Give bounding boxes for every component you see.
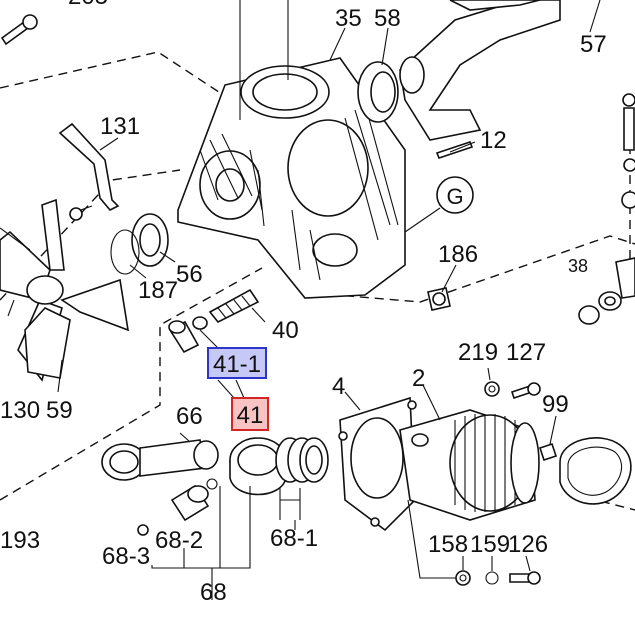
callout-158: 158 — [428, 531, 468, 558]
part-57-crankshaft — [399, 0, 561, 141]
callout-41: 41 — [237, 402, 264, 429]
callout-68-1: 68-1 — [270, 525, 318, 552]
part-186-nut — [427, 287, 451, 311]
part-99-nut — [538, 442, 558, 462]
part-4-gasket — [338, 396, 417, 532]
callout-68: 68 — [200, 579, 227, 606]
leader-lines — [7, 0, 601, 600]
callout-68-2: 68-2 — [155, 527, 203, 554]
callout-187: 187 — [138, 277, 178, 304]
highlight-41-1-box — [207, 347, 267, 379]
highlight-41-box — [231, 397, 269, 431]
callout-193: 193 — [0, 527, 40, 554]
part-68-2-piston-pin — [170, 484, 210, 522]
callout-40: 40 — [272, 317, 299, 344]
callout-131: 131 — [100, 113, 140, 140]
callout-12: 12 — [480, 127, 507, 154]
highlight-41[interactable]: 41 — [231, 397, 269, 431]
callout-56: 56 — [176, 261, 203, 288]
part-126-bolt — [509, 571, 541, 585]
part-2-cylinder — [399, 409, 540, 521]
part-219-washer — [484, 381, 500, 397]
part-41-1-needle-bearing — [168, 316, 208, 354]
part-68-3-clip — [137, 478, 218, 536]
callout-58: 58 — [374, 5, 401, 32]
part-66-connecting-rod — [101, 439, 219, 481]
callout-66: 66 — [176, 403, 203, 430]
callout-38: 38 — [568, 256, 588, 276]
part-35-crankcase — [177, 57, 406, 299]
callout-130: 130 — [0, 397, 40, 424]
part-56-oil-seal — [131, 213, 169, 267]
reference-g-circle: G — [404, 176, 474, 233]
callout-41-1: 41-1 — [213, 351, 261, 378]
callout-57: 57 — [580, 31, 607, 58]
callout-159: 159 — [470, 531, 510, 558]
callout-99: 99 — [542, 391, 569, 418]
callout-4: 4 — [332, 373, 345, 400]
callout-59: 59 — [46, 397, 73, 424]
part-187-circlip — [110, 229, 140, 275]
part-68-1-piston-rings — [275, 437, 329, 483]
part-head-gasket — [559, 437, 632, 505]
part-131-bracket — [58, 122, 120, 221]
callout-219: 219 — [458, 339, 498, 366]
callout-2: 2 — [412, 365, 425, 392]
callout-35: 35 — [335, 5, 362, 32]
part-38-hardware — [578, 93, 635, 325]
part-58-bearing — [357, 61, 399, 123]
part-205-screw — [0, 14, 38, 46]
part-158-washer — [455, 570, 471, 586]
callout-126: 126 — [508, 531, 548, 558]
callout-186: 186 — [438, 241, 478, 268]
part-159-washer — [485, 571, 499, 585]
callout-68-3: 68-3 — [102, 543, 150, 570]
part-127-bolt — [510, 382, 541, 400]
reference-g-label: G — [446, 184, 463, 209]
part-59-fan — [0, 198, 130, 382]
part-40-stud — [208, 288, 260, 324]
callout-205: 205 — [68, 0, 108, 10]
callout-labels: 205 35 58 57 131 12 186 38 56 187 40 130… — [0, 0, 607, 606]
callout-127: 127 — [506, 339, 546, 366]
part-41-piston — [229, 437, 287, 496]
highlight-41-1[interactable]: 41-1 — [207, 347, 267, 379]
